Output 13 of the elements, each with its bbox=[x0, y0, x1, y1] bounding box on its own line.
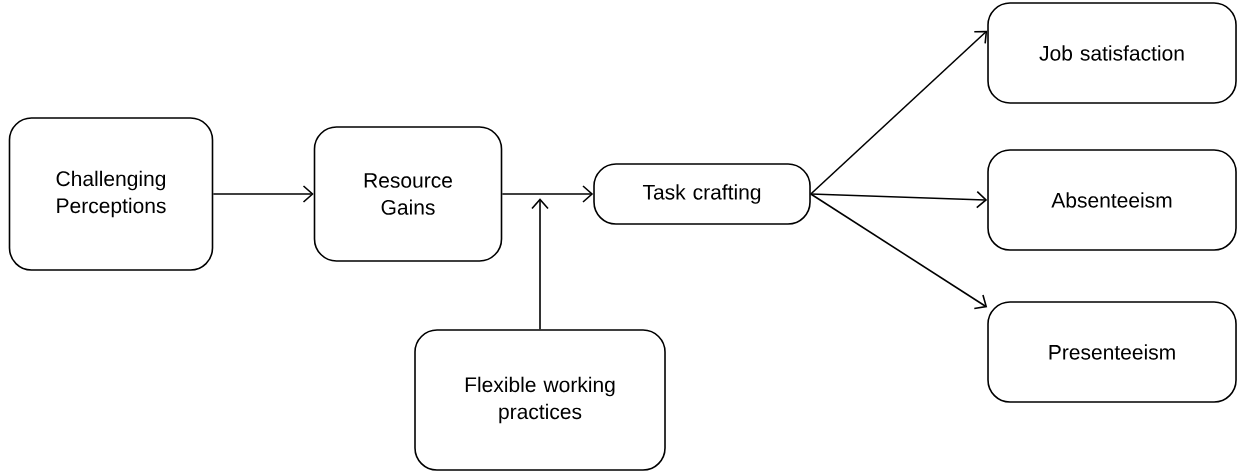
process-box: Job satisfaction bbox=[987, 2, 1237, 104]
arrow bbox=[810, 190, 988, 209]
arrow bbox=[531, 198, 549, 330]
arrow bbox=[212, 185, 314, 203]
arrow bbox=[501, 185, 594, 203]
process-box: Resource Gains bbox=[313, 126, 503, 262]
arrow bbox=[810, 193, 988, 310]
process-box: Flexible working practices bbox=[414, 329, 666, 471]
process-box: Presenteeism bbox=[987, 301, 1237, 403]
process-box: Challenging Perceptions bbox=[8, 117, 214, 271]
arrow bbox=[810, 30, 988, 195]
process-box: Task crafting bbox=[593, 163, 811, 225]
process-box: Absenteeism bbox=[987, 149, 1237, 251]
